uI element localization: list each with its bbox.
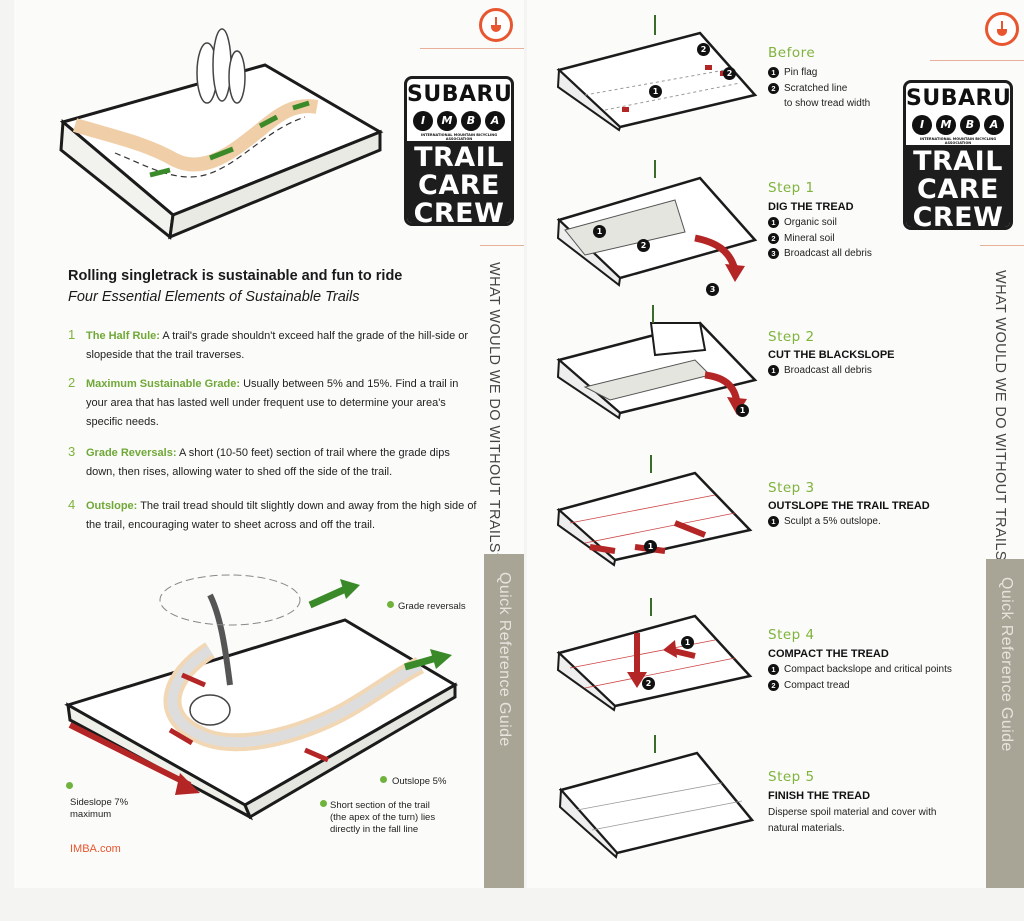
annotation-sideslope: Sideslope 7% maximum xyxy=(70,797,129,820)
annotation-grade-reversals: Grade reversals xyxy=(398,601,466,612)
side-bar-label: Quick Reference Guide xyxy=(998,577,1015,752)
step-heading-1: DIG THE TREAD xyxy=(768,201,854,213)
trail-tool-icon xyxy=(479,8,513,42)
step-title-before: Before xyxy=(768,45,816,61)
divider-line xyxy=(480,245,524,246)
annotation-short-section: Short section of the trail (the apex of … xyxy=(330,800,436,835)
step1-illustration xyxy=(556,160,758,287)
marker-3: 3 xyxy=(706,283,719,296)
side-bar: Quick Reference Guide xyxy=(484,554,524,888)
element-half-rule: 1 The Half Rule: A trail's grade shouldn… xyxy=(68,327,469,361)
marker-2: 2 xyxy=(637,239,650,252)
logo-trail-care-crew: TRAIL CARE CREW xyxy=(906,145,1010,227)
subheadline: Four Essential Elements of Sustainable T… xyxy=(68,289,360,305)
step5-illustration xyxy=(558,735,755,859)
step-heading-2: CUT THE BLACKSLOPE xyxy=(768,349,895,361)
side-bar: Quick Reference Guide xyxy=(986,559,1024,888)
marker-2: 2 xyxy=(697,43,710,56)
step-title-1: Step 1 xyxy=(768,180,815,196)
divider-line xyxy=(930,60,1024,61)
imba-link[interactable]: IMBA.com xyxy=(70,843,121,855)
step-heading-3: OUTSLOPE THE TRAIL TREAD xyxy=(768,500,930,512)
marker-2: 2 xyxy=(723,67,736,80)
marker-1: 1 xyxy=(644,540,657,553)
step3-illustration xyxy=(556,455,753,567)
annotation-dot xyxy=(380,776,387,783)
marker-1: 1 xyxy=(649,85,662,98)
marker-1: 1 xyxy=(593,225,606,238)
logo-association: INTERNATIONAL MOUNTAIN BICYCLING ASSOCIA… xyxy=(420,133,498,141)
marker-2: 2 xyxy=(642,677,655,690)
before-illustration xyxy=(556,15,758,132)
side-tagline: WHAT WOULD WE DO WITHOUT TRAILS? xyxy=(486,262,502,562)
logo-subaru: SUBARU xyxy=(906,86,1012,111)
side-bar-label: Quick Reference Guide xyxy=(496,572,513,747)
step-heading-4: COMPACT THE TREAD xyxy=(768,648,889,660)
annotation-dot xyxy=(66,782,73,789)
divider-line xyxy=(420,48,524,49)
headline: Rolling singletrack is sustainable and f… xyxy=(68,268,403,284)
marker-1: 1 xyxy=(736,404,749,417)
element-grade-reversals: 3 Grade Reversals: A short (10-50 feet) … xyxy=(68,444,450,478)
annotation-dot xyxy=(320,800,327,807)
element-max-grade: 2 Maximum Sustainable Grade: Usually bet… xyxy=(68,375,459,428)
logo-association: INTERNATIONAL MOUNTAIN BICYCLING ASSOCIA… xyxy=(919,137,997,145)
element-outslope: 4 Outslope: The trail tread should tilt … xyxy=(68,497,477,531)
logo-trail-care-crew: TRAIL CARE CREW xyxy=(407,141,511,223)
trail-tool-icon xyxy=(985,12,1019,46)
step-title-5: Step 5 xyxy=(768,769,815,785)
singletrack-illustration xyxy=(59,28,384,240)
switchback-illustration xyxy=(64,574,458,821)
step-heading-5: FINISH THE TREAD xyxy=(768,790,871,802)
step-title-3: Step 3 xyxy=(768,480,815,496)
list-item: to show tread width xyxy=(784,98,871,109)
step2-illustration xyxy=(556,305,758,420)
step4-illustration xyxy=(556,598,753,712)
annotation-dot xyxy=(387,601,394,608)
step-title-2: Step 2 xyxy=(768,329,815,345)
logo-subaru: SUBARU xyxy=(407,82,513,107)
divider-line xyxy=(980,245,1024,246)
annotation-outslope: Outslope 5% xyxy=(392,776,447,787)
side-tagline: WHAT WOULD WE DO WITHOUT TRAILS? xyxy=(992,270,1008,570)
marker-1: 1 xyxy=(681,636,694,649)
step-title-4: Step 4 xyxy=(768,627,815,643)
step-description-5: Disperse spoil material and cover with n… xyxy=(768,807,937,834)
